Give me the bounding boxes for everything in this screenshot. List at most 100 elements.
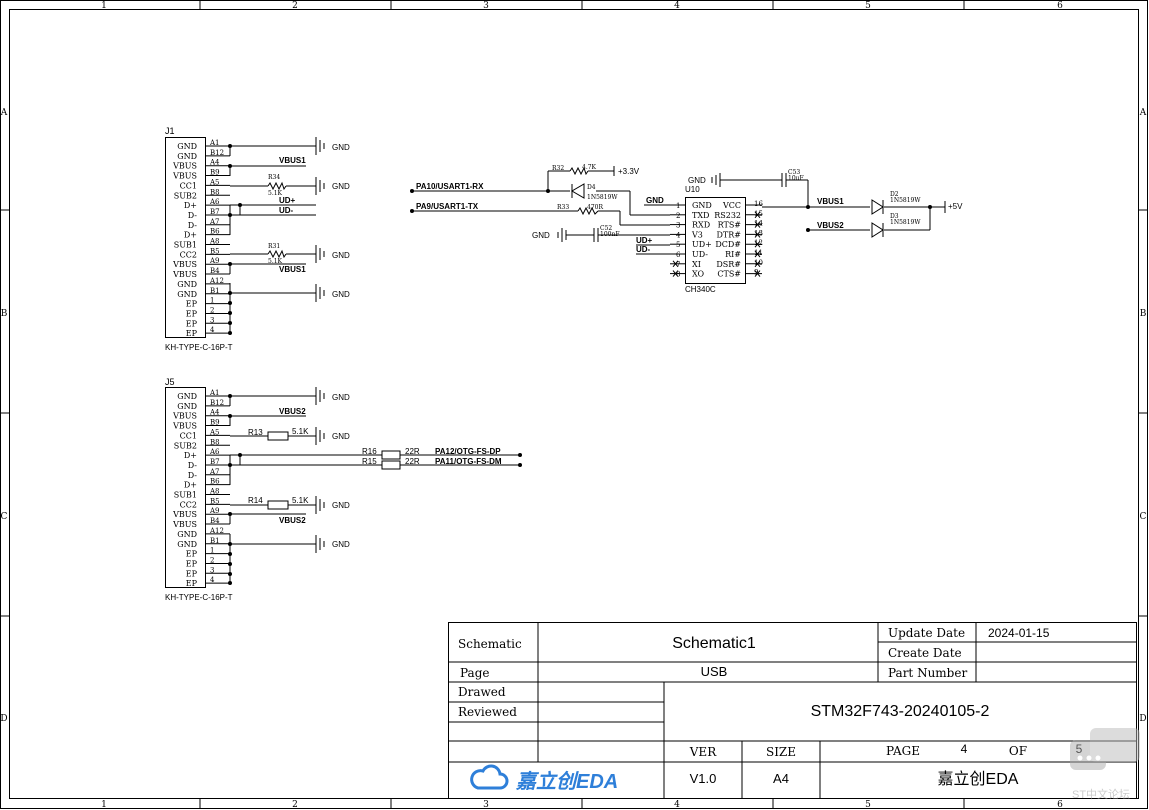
j5-r16-val: 22R (405, 447, 420, 456)
tb-reviewed-label: Reviewed (458, 705, 517, 719)
u10-left-pin-7: XO (692, 270, 705, 279)
j5-pin-num-6: A6 (209, 448, 220, 456)
tb-update-date-value: 2024-01-15 (988, 626, 1050, 640)
j1-pin-label-18: EP (186, 319, 198, 328)
j1-pin-num-19: 4 (210, 326, 215, 334)
j5-pin-num-10: A8 (209, 488, 220, 496)
u10-body (685, 197, 746, 284)
u10-r33-ref: R33 (557, 204, 569, 211)
u10-5v-label: +5V (948, 202, 963, 211)
j1-net-vbus1-b: VBUS1 (279, 265, 306, 274)
u10-left-num-1: 2 (676, 212, 680, 220)
u10-d4-val: 1N5819W (587, 194, 618, 201)
row-label-b: B (1, 309, 8, 319)
u10-c53-gnd: GND (688, 176, 706, 185)
row-label-c: C (1, 512, 8, 522)
j5-pin-num-8: A7 (209, 468, 220, 476)
tb-create-date-label: Create Date (888, 646, 962, 660)
u10-left-num-3: 4 (676, 231, 681, 239)
j1-pin-label-0: GND (177, 142, 197, 151)
tb-schematic-label: Schematic (458, 637, 522, 651)
j5-net-vbus2: VBUS2 (279, 407, 306, 416)
j1-pin-label-17: EP (186, 309, 198, 318)
u10-resistors (569, 166, 599, 216)
j1-pin-num-18: 3 (210, 316, 214, 324)
j5-pin-label-2: VBUS (172, 412, 197, 421)
j1-pin-num-14: A12 (209, 277, 224, 285)
ic-u10[interactable]: U10 CH340C GND1TXD2RXD3V34UD+5UD-6XI7XO8… (410, 164, 963, 294)
j1-gnd-label-2: GND (332, 182, 350, 191)
col-label-5b: 5 (865, 800, 871, 810)
col-label-3: 3 (483, 1, 489, 11)
u10-junctions (410, 189, 932, 232)
u10-net-vbus1: VBUS1 (817, 197, 844, 206)
u10-net-rx: PA10/USART1-RX (416, 182, 484, 191)
col-label-3b: 3 (483, 800, 489, 810)
u10-right-pin-5: RI# (725, 250, 741, 259)
u10-d2-ref: D2 (890, 191, 899, 198)
j1-pin-num-8: A7 (209, 218, 220, 226)
tb-update-date-label: Update Date (888, 626, 965, 640)
u10-net-tx: PA9/USART1-TX (416, 202, 479, 211)
j1-footprint: KH-TYPE-C-16P-T (165, 343, 233, 352)
j1-pin-label-10: SUB1 (174, 241, 197, 250)
j1-resistor-shapes (267, 181, 287, 259)
row-label-a-r: A (1139, 108, 1147, 118)
j1-pin-num-3: B9 (210, 169, 220, 177)
j1-gnd-label-3: GND (332, 251, 350, 260)
j5-pin-label-10: SUB1 (174, 491, 197, 500)
tb-of-label: OF (1009, 744, 1027, 758)
u10-left-num-7: 8 (676, 271, 680, 279)
j5-r14-val: 5.1K (292, 496, 309, 505)
jlc-eda-logo: 嘉立创EDA (470, 764, 618, 793)
tb-page-num: 4 (961, 742, 968, 756)
j1-pin-label-6: D+ (184, 201, 197, 210)
j5-pin-label-12: VBUS (172, 510, 197, 519)
u10-right-pin-1: RS232 (714, 211, 741, 220)
col-label-4b: 4 (674, 800, 680, 810)
j5-pin-label-1: GND (177, 402, 197, 411)
j5-pin-label-16: EP (186, 550, 198, 559)
j5-pin-num-5: B8 (210, 438, 220, 446)
j1-pin-num-0: A1 (209, 139, 220, 147)
u10-nc-mark-right-7 (754, 270, 761, 277)
j1-body (165, 137, 206, 338)
u10-right-pin-2: RTS# (718, 221, 742, 230)
u10-3v3-label: +3.3V (618, 167, 640, 176)
u10-d4-ref: D4 (587, 184, 596, 191)
j5-r16-ref: R16 (362, 447, 377, 456)
j1-pin-label-1: GND (177, 152, 197, 161)
row-label-d-r: D (1139, 714, 1146, 724)
j1-pin-num-6: A6 (209, 198, 220, 206)
u10-ref: U10 (685, 185, 700, 194)
j5-pin-num-3: B9 (210, 419, 220, 427)
tb-drawed-label: Drawed (458, 685, 506, 699)
j1-pin-num-2: A4 (209, 159, 220, 167)
j5-pin-label-18: EP (186, 569, 198, 578)
j5-pin-label-8: D- (188, 471, 198, 480)
j5-pin-num-19: 4 (210, 576, 215, 584)
chat-bubble-icon (1070, 728, 1140, 770)
j1-pin-num-7: B7 (210, 208, 220, 216)
j1-pin-label-19: EP (186, 329, 198, 338)
col-label-6b: 6 (1057, 800, 1063, 810)
j1-pin-label-11: CC2 (180, 250, 197, 259)
j5-pin-num-7: B7 (210, 458, 220, 466)
u10-d3-val: 1N5819W (890, 219, 921, 226)
u10-pins: GND1TXD2RXD3V34UD+5UD-6XI7XO8VCC16RS2321… (670, 200, 763, 279)
j5-pin-label-7: D- (188, 461, 198, 470)
j5-pin-label-9: D+ (184, 481, 197, 490)
j5-pin-label-11: CC2 (180, 500, 197, 509)
j5-gnd-label-2: GND (332, 432, 350, 441)
j1-pin-num-4: A5 (209, 178, 220, 186)
j1-pin-label-4: CC1 (180, 181, 197, 190)
j5-pin-num-18: 3 (210, 566, 214, 574)
j1-pin-label-13: VBUS (172, 270, 197, 279)
j5-pin-label-0: GND (177, 392, 197, 401)
row-label-b-r: B (1140, 309, 1147, 319)
j1-r34-ref: R34 (268, 174, 280, 181)
